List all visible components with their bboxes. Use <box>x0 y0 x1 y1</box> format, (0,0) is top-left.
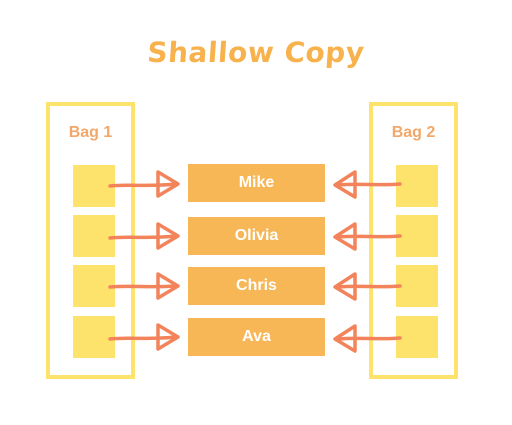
bag-2-slot-4 <box>396 316 438 358</box>
bag-1-slot-3 <box>73 265 115 307</box>
item-olivia: Olivia <box>188 217 325 255</box>
bag-2-slot-2 <box>396 215 438 257</box>
item-mike: Mike <box>188 164 325 202</box>
item-chris: Chris <box>188 267 325 305</box>
bag-2-slot-1 <box>396 165 438 207</box>
bag-1-slot-2 <box>73 215 115 257</box>
bag-2-slot-3 <box>396 265 438 307</box>
item-ava: Ava <box>188 318 325 356</box>
bag-1-slot-4 <box>73 316 115 358</box>
bag-1-slot-1 <box>73 165 115 207</box>
bag-1-label: Bag 1 <box>68 124 113 141</box>
diagram-title: Shallow Copy <box>146 36 366 69</box>
bag-2-label: Bag 2 <box>391 124 436 141</box>
